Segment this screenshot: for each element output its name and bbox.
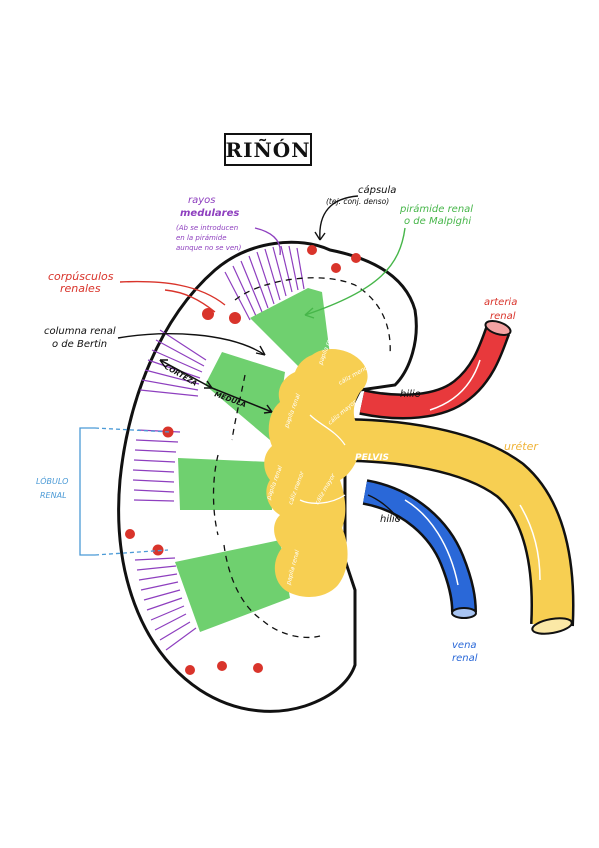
renal-corpuscles xyxy=(125,245,361,675)
column-label: columna renal xyxy=(44,326,116,337)
pelvis-label-2: RENAL xyxy=(358,465,392,475)
corpuscles-label-1: corpúsculos xyxy=(48,270,114,283)
renal-artery xyxy=(359,320,512,420)
renal-vein xyxy=(362,479,477,619)
vein-label-2: renal xyxy=(452,653,478,664)
rays-label-1: rayos xyxy=(188,195,216,206)
rays-note-1: (Ab se introducen xyxy=(176,224,238,232)
hilum-label-top: hilio xyxy=(400,389,421,400)
rays-note-3: aunque no se ven) xyxy=(176,244,242,252)
lobule-label-1: LÓBULO xyxy=(36,475,68,486)
title-text: RIÑÓN xyxy=(225,137,311,162)
pyramid-sublabel: o de Malpighi xyxy=(404,216,471,227)
page-title: RIÑÓN xyxy=(224,133,312,166)
pelvis-label-1: PELVIS xyxy=(355,453,389,463)
hilum-label-bottom: hilio xyxy=(380,514,401,525)
ureter-label: uréter xyxy=(504,440,539,453)
corticomedullary-boundary xyxy=(212,277,391,639)
corpuscles-label-2: renales xyxy=(60,282,101,295)
capsule-sublabel: (tej. conj. denso) xyxy=(326,197,389,206)
vein-label-1: vena xyxy=(452,640,477,651)
pyramid-label: pirámide renal xyxy=(399,203,473,215)
renal-pyramids xyxy=(175,288,330,632)
capsule-label: cápsula xyxy=(358,184,396,196)
column-sublabel: o de Bertin xyxy=(52,339,107,350)
lobule-label-2: RENAL xyxy=(40,491,67,500)
leader-lines xyxy=(117,195,406,521)
cortex-medulla-arrows xyxy=(159,359,273,414)
artery-label-1: arteria xyxy=(484,297,517,308)
flow-arrows xyxy=(299,414,346,504)
ureter xyxy=(339,418,575,635)
renal-pelvis xyxy=(264,348,368,597)
artery-label-2: renal xyxy=(490,311,516,322)
rays-label-2: medulares xyxy=(180,208,239,219)
rays-note-2: en la pirámide xyxy=(176,234,227,242)
lobule-bracket xyxy=(79,427,171,556)
